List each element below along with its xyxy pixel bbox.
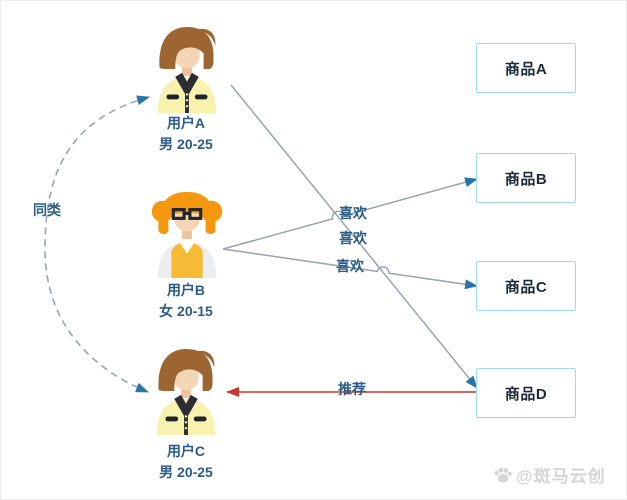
user-b-name: 用户B <box>166 282 206 298</box>
edge-label-like-2: 喜欢 <box>339 230 367 246</box>
user-c-label: 用户C 男 20-25 <box>126 441 246 483</box>
male-user-avatar-icon <box>157 26 217 114</box>
product-c-label: 商品C <box>504 278 548 296</box>
watermark: @斑马云创 <box>493 462 606 487</box>
user-b-label: 用户B 女 20-15 <box>126 280 246 322</box>
female-user-avatar-icon <box>151 191 223 279</box>
edge-userB-productC <box>222 248 478 290</box>
user-a-demographic: 男 20-25 <box>159 136 213 152</box>
product-b-label: 商品B <box>504 170 548 188</box>
edge-label-like-3: 喜欢 <box>336 258 364 274</box>
edge-label-similar: 同类 <box>33 202 61 218</box>
glasses-icon <box>171 208 203 220</box>
user-b-demographic: 女 20-15 <box>159 303 213 319</box>
edge-label-like-1: 喜欢 <box>339 205 367 221</box>
edge-userB-productB <box>222 177 478 250</box>
paw-icon <box>494 467 512 483</box>
user-a-name: 用户A <box>166 115 206 131</box>
male-user-avatar-icon <box>156 348 216 436</box>
user-b <box>143 187 231 288</box>
product-d-label: 商品D <box>504 385 548 403</box>
user-c-demographic: 男 20-25 <box>159 464 213 480</box>
user-c <box>142 345 230 444</box>
product-box-a: 商品A <box>476 43 576 93</box>
user-a <box>143 23 231 122</box>
watermark-text: @斑马云创 <box>516 467 606 486</box>
edge-userA-productD <box>230 84 478 389</box>
edge-label-recommend: 推荐 <box>338 381 366 397</box>
product-box-c: 商品C <box>476 261 576 311</box>
product-box-b: 商品B <box>476 153 576 203</box>
product-box-d: 商品D <box>476 368 576 418</box>
user-c-name: 用户C <box>166 443 206 459</box>
product-a-label: 商品A <box>504 60 548 78</box>
user-a-label: 用户A 男 20-25 <box>126 113 246 155</box>
edge-similar-userA-userC <box>44 95 150 393</box>
